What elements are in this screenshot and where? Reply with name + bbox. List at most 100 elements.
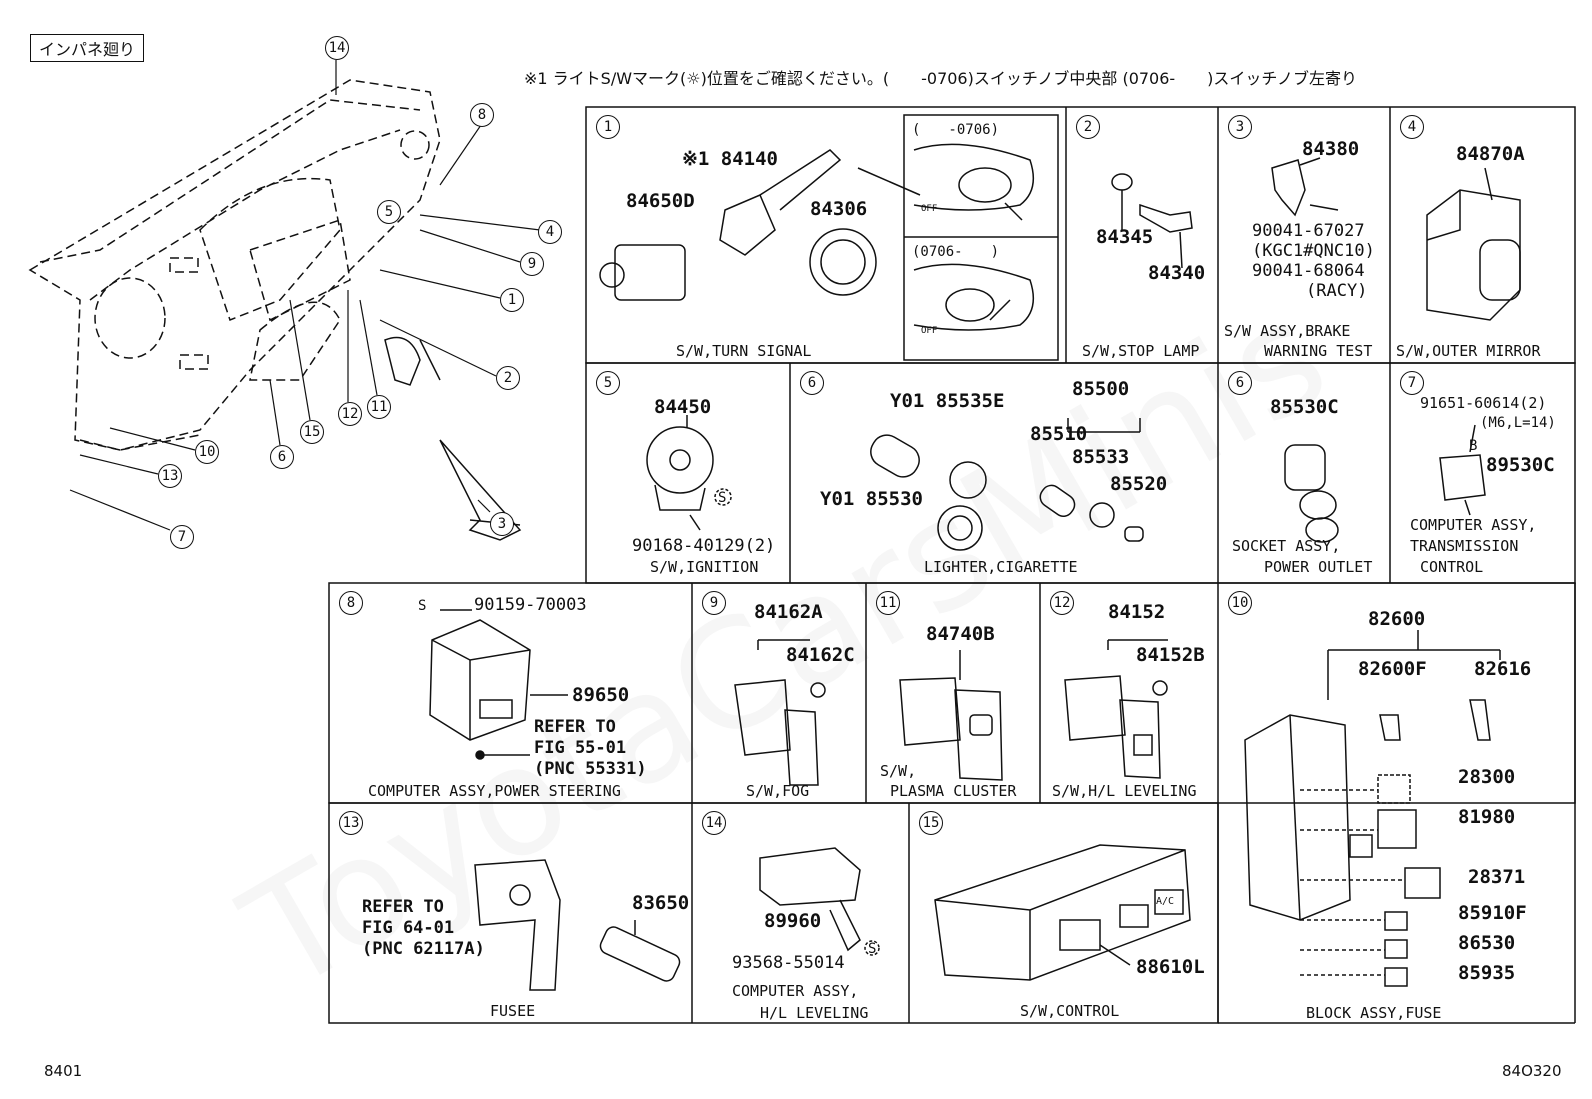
overview-callout-2: 2: [496, 366, 520, 390]
fuse-block-drawing: [1244, 630, 1501, 987]
pnc-62117A: (PNC 62117A): [362, 939, 485, 959]
overview-leaders: [69, 60, 541, 531]
panel-8-number: 8: [339, 591, 363, 615]
caption-control-switch: S/W,CONTROL: [1020, 1002, 1120, 1020]
hl-leveling-switch-drawing: [1064, 639, 1168, 779]
fog-switch-drawing: [734, 639, 826, 786]
part-85910F: 85910F: [1458, 902, 1527, 924]
part-89650: 89650: [572, 684, 630, 706]
part-84140: ※1 84140: [682, 148, 778, 170]
overview-callout-14: 14: [325, 36, 349, 60]
part-90041-68064: 90041-68064: [1252, 261, 1365, 281]
part-84740B: 84740B: [926, 623, 995, 645]
control-switch-drawing: [934, 844, 1191, 981]
part-85530: Y01 85530: [820, 488, 923, 510]
caption-hl-leveling-switch: S/W,H/L LEVELING: [1052, 782, 1197, 800]
part-85935: 85935: [1458, 962, 1516, 984]
part-84340: 84340: [1148, 262, 1206, 284]
part-85510: 85510: [1030, 423, 1088, 445]
part-84450: 84450: [654, 396, 712, 418]
panel-15-number: 15: [919, 811, 943, 835]
overview-callout-3: 3: [490, 512, 514, 536]
overview-callout-7: 7: [170, 525, 194, 549]
part-90041-67027: 90041-67027: [1252, 221, 1365, 241]
refer-to-64: REFER TO: [362, 897, 444, 917]
caption-turn-signal: S/W,TURN SIGNAL: [676, 342, 812, 360]
part-82616: 82616: [1474, 658, 1532, 680]
part-89530C: 89530C: [1486, 454, 1555, 476]
part-84162C: 84162C: [786, 644, 855, 666]
panel-6b-number: 6: [1228, 371, 1252, 395]
part-28300: 28300: [1458, 766, 1516, 788]
panel-4-number: 4: [1400, 115, 1424, 139]
caption-fusee: FUSEE: [490, 1002, 536, 1020]
panel-10-number: 10: [1228, 591, 1252, 615]
part-note-racy: (RACY): [1306, 281, 1368, 301]
marker-s-ignition: S: [718, 490, 727, 506]
overview-callout-10: 10: [195, 440, 219, 464]
overview-callout-11: 11: [367, 395, 391, 419]
caption-lighter: LIGHTER,CIGARETTE: [924, 558, 1078, 576]
part-note-kgc1: (KGC1#QNC10): [1252, 241, 1375, 261]
panel-6a-number: 6: [800, 371, 824, 395]
footer-right-code: 84O320: [1502, 1062, 1562, 1080]
part-84152: 84152: [1108, 601, 1166, 623]
caption-brake-2: WARNING TEST: [1264, 342, 1373, 360]
outer-mirror-drawing: [1426, 167, 1521, 321]
pnc-55331: (PNC 55331): [534, 759, 647, 779]
fig-64-01: FIG 64-01: [362, 918, 455, 938]
marker-s-hl-leveling: S: [868, 941, 877, 957]
caption-fog: S/W,FOG: [746, 782, 810, 800]
overview-callout-12: 12: [338, 402, 362, 426]
part-82600F: 82600F: [1358, 658, 1427, 680]
fusee-drawing: [474, 859, 681, 991]
transmission-computer-drawing: [1439, 424, 1486, 516]
overview-callout-4: 4: [538, 220, 562, 244]
caption-brake-1: S/W ASSY,BRAKE: [1224, 322, 1351, 340]
overview-callout-9: 9: [520, 252, 544, 276]
marker-s-power-steering: S: [418, 598, 427, 614]
caption-ignition: S/W,IGNITION: [650, 558, 759, 576]
part-84345: 84345: [1096, 226, 1154, 248]
brake-switch-drawing: [1271, 157, 1339, 217]
part-83650: 83650: [632, 892, 690, 914]
caption-power-steering: COMPUTER ASSY,POWER STEERING: [368, 782, 621, 800]
power-outlet-drawing: [1284, 444, 1339, 543]
part-93568-55014: 93568-55014: [732, 953, 845, 973]
caption-fuse-block: BLOCK ASSY,FUSE: [1306, 1004, 1442, 1022]
dashboard-overview: [28, 79, 441, 451]
caption-transmission-1: COMPUTER ASSY,: [1410, 516, 1537, 534]
caption-plasma-2: PLASMA CLUSTER: [890, 782, 1017, 800]
overview-callout-13: 13: [158, 464, 182, 488]
inset-label-after-0706: (0706- ): [912, 244, 1000, 260]
caption-transmission-3: CONTROL: [1420, 558, 1484, 576]
part-91651-60614: 91651-60614(2): [1420, 394, 1547, 412]
overview-callout-8: 8: [470, 103, 494, 127]
caption-socket-2: POWER OUTLET: [1264, 558, 1373, 576]
overview-callout-15: 15: [300, 420, 324, 444]
panel-1-number: 1: [596, 115, 620, 139]
overview-callout-1: 1: [500, 288, 524, 312]
caption-socket-1: SOCKET ASSY,: [1232, 537, 1341, 555]
panel-12-number: 12: [1050, 591, 1074, 615]
part-86530: 86530: [1458, 932, 1516, 954]
caption-plasma-1: S/W,: [880, 762, 917, 780]
marker-b: B: [1469, 438, 1478, 454]
part-84306: 84306: [810, 198, 868, 220]
panel-9-number: 9: [702, 591, 726, 615]
part-85520: 85520: [1110, 473, 1168, 495]
part-90168-40129: 90168-40129(2): [632, 536, 776, 556]
part-84870A: 84870A: [1456, 143, 1525, 165]
fig-55-01: FIG 55-01: [534, 738, 627, 758]
part-note-m6: (M6,L=14): [1480, 415, 1556, 431]
caption-stop-lamp: S/W,STOP LAMP: [1082, 342, 1200, 360]
refer-to-55: REFER TO: [534, 717, 616, 737]
part-89960: 89960: [764, 910, 822, 932]
light-switch-note: ※1 ライトS/Wマーク(☼)位置をご確認ください。( -0706)スイッチノブ…: [524, 69, 1357, 88]
stop-lamp-drawing: [1111, 173, 1193, 269]
turn-signal-drawing: [599, 143, 1035, 331]
hl-leveling-computer-drawing: [759, 847, 880, 956]
part-85500: 85500: [1072, 378, 1130, 400]
part-84380: 84380: [1302, 138, 1360, 160]
plasma-cluster-drawing: [899, 650, 1003, 781]
